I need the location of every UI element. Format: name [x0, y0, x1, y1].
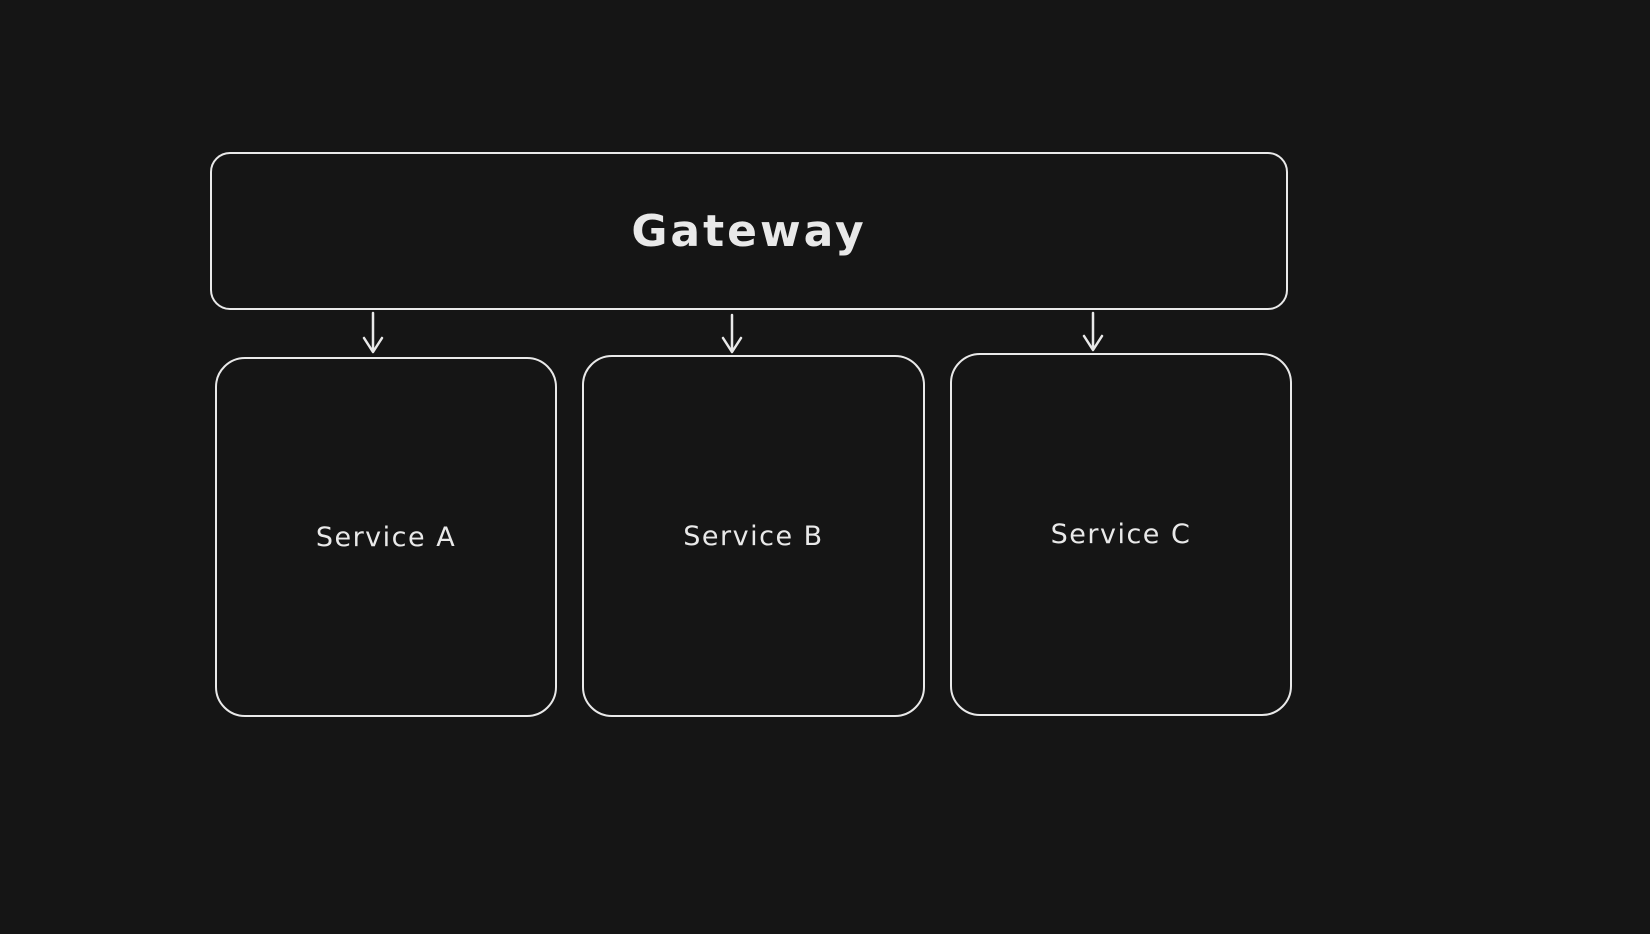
node-service-b[interactable]: Service B	[582, 355, 925, 717]
node-gateway-label: Gateway	[631, 205, 867, 257]
node-service-b-label: Service B	[683, 520, 824, 552]
node-service-a[interactable]: Service A	[215, 357, 557, 717]
edge-gateway-service-b	[721, 313, 743, 354]
node-service-c-label: Service C	[1050, 519, 1192, 550]
edge-gateway-service-a	[362, 311, 384, 354]
edge-gateway-service-c	[1082, 311, 1104, 352]
node-service-c[interactable]: Service C	[950, 353, 1292, 716]
node-gateway[interactable]: Gateway	[210, 152, 1288, 310]
node-service-a-label: Service A	[315, 521, 457, 553]
